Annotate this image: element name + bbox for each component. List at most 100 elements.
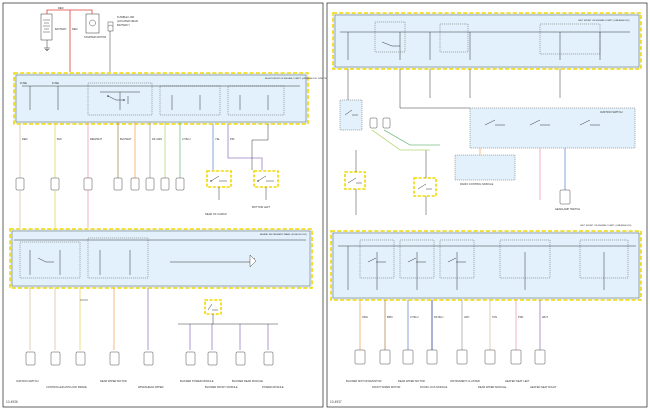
wire-lightgreen-r — [371, 129, 430, 151]
lower-relay-switch — [37, 257, 54, 263]
starter-label: STARTER MOTOR — [84, 35, 106, 39]
lower-junction-block: BEHIND INSTRUMENT PANEL (FUSE BLOCK) — [9, 228, 313, 289]
left-bottom-components — [25, 351, 274, 366]
wire-tag: GRY — [464, 315, 470, 319]
right-highlighted-relay-1 — [344, 171, 366, 190]
wire-label: RED — [58, 6, 64, 10]
right-bottom-components — [354, 349, 546, 365]
right-lower-block-title: LEFT FRONT OF ENGINE COMPT. (UNDERHOOD) — [580, 225, 632, 227]
fusible-link-label: FUSIBLE LINK — [117, 15, 135, 19]
highlighted-relay-1 — [206, 170, 232, 188]
wire-tag: LT BLU — [410, 315, 419, 319]
left-bottom-label-7: BLOWER REAR MODULE — [232, 379, 263, 383]
fusible-link-note: (LOCATED NEAR — [117, 19, 138, 23]
relay-label-2: BOTTOM LEFT — [252, 205, 271, 209]
starter-motor: STARTER MOTOR — [84, 13, 106, 39]
wire-tag: WHT — [542, 315, 548, 319]
left-bottom-label-5: BLOWER POWER MODULE — [180, 379, 214, 383]
battery: BATTERY — [40, 13, 67, 41]
right-bottom-label-5: INSTRUMENT CLUSTER — [450, 379, 480, 383]
relay-switch — [107, 95, 129, 104]
wire-tag: PNK — [518, 315, 524, 319]
mid-connectors — [15, 177, 185, 191]
wire-tag: TAN — [492, 315, 497, 319]
left-panel-border — [2, 2, 324, 408]
wire-tag: YEL — [215, 137, 220, 141]
left-bottom-label-4: WINDSHIELD WIPER — [138, 385, 164, 389]
wire-tag: BLK — [57, 137, 62, 141]
relay-dashbox-2 — [159, 85, 221, 116]
relay-out-wires — [355, 189, 427, 215]
relay-dashbox-5 — [87, 237, 149, 279]
fusible-link-note-2: BATTERY) — [117, 23, 130, 27]
right-upper-block-title: LEFT FRONT OF ENGINE COMPT. (UNDERHOOD) — [578, 20, 630, 22]
wire-tag: DK BLU — [434, 315, 443, 319]
headlamp-switch: HEADLAMP SWITCH — [555, 189, 580, 211]
left-bottom-label-2: CONTROLLER ANTILOCK BRAKE — [46, 385, 87, 389]
right-relays — [339, 99, 391, 131]
relay-feed-wires — [355, 150, 427, 178]
right-bottom-label-6: REAR WIPER MODULE — [478, 385, 507, 389]
left-bottom-label-1: IGNITION SWITCH — [16, 379, 39, 383]
right-lower-contacts — [367, 257, 466, 263]
battery-feed-wire — [46, 9, 93, 14]
right-highlighted-relay-2 — [413, 177, 437, 197]
right-upper-drops — [347, 69, 561, 100]
relay-ground-wires — [218, 187, 267, 200]
left-bottom-label-6: BLOWER FRONT MODULE — [205, 385, 238, 389]
ground-symbol — [44, 47, 50, 51]
right-bottom-label-7: HEATED SEAT LEFT — [505, 379, 530, 383]
wire-tag: RED/WHT — [90, 137, 103, 141]
left-bottom-label-3: REAR WIPER MOTOR — [100, 379, 127, 383]
lower-block-title: BEHIND INSTRUMENT PANEL (FUSE BLOCK) — [260, 233, 307, 236]
wire-tag: PPL — [230, 137, 235, 141]
right-bottom-label-3: REAR WIPER MOTOR — [398, 379, 425, 383]
right-panel-border — [326, 2, 648, 408]
ignition-contacts — [484, 119, 600, 126]
right-bottom-label-1: BLOWER MOTOR RESISTOR — [346, 379, 382, 383]
relay-label-1: NEAR OF CARGO — [205, 212, 227, 216]
wire-tag: LT BLU — [182, 137, 191, 141]
ign-feed — [399, 98, 470, 109]
battery-label: BATTERY — [55, 27, 67, 31]
ignition-switch-label: IGNITION SWITCH — [600, 110, 623, 114]
right-bottom-label-8: HEATED SEAT RIGHT — [530, 385, 557, 389]
highlighted-sensor — [204, 299, 222, 315]
wire-green-r — [383, 129, 440, 146]
fuse-label: FUSE — [20, 81, 27, 85]
right-panel-id: 10-4937 — [330, 400, 342, 404]
diode-symbol — [249, 254, 257, 268]
relay-dashbox-4 — [19, 241, 81, 279]
radio-module: RADIO CONTROL MODULE — [454, 154, 516, 186]
wire-label: RED — [72, 27, 78, 31]
right-lower-junction-block: LEFT FRONT OF ENGINE COMPT. (UNDERHOOD) — [330, 225, 642, 301]
right-diagram-panel: LEFT FRONT OF ENGINE COMPT. (UNDERHOOD) … — [326, 2, 648, 408]
left-bottom-label-8: POWER MODULE — [262, 385, 284, 389]
right-bottom-label-2: FRONT WIPER MOTOR — [372, 385, 401, 389]
upper-junction-block: RIGHT FRONT OF ENGINE COMPT. (UNDERHOOD … — [13, 72, 335, 125]
left-diagram-panel: BATTERY STARTER MOTOR FUSIBLE LINK (LOCA… — [2, 2, 335, 408]
wire-tag: BRN — [387, 315, 393, 319]
wire-tag: DK GRN — [152, 137, 162, 141]
right-lower-bus — [338, 245, 636, 290]
upper-block-title: RIGHT FRONT OF ENGINE COMPT. (UNDERHOOD … — [265, 78, 335, 80]
wire-black-1 — [251, 124, 269, 170]
left-panel-id: 10-4936 — [6, 400, 18, 404]
right-upper-junction-block: LEFT FRONT OF ENGINE COMPT. (UNDERHOOD) — [332, 12, 642, 70]
ignition-switch-box: IGNITION SWITCH — [469, 107, 636, 149]
upper-block-bus — [22, 85, 300, 110]
wire-tag: BLK/WHT — [120, 137, 132, 141]
fusible-link — [107, 21, 114, 32]
right-bottom-label-4: DOOR LOCK MODULE — [420, 385, 448, 389]
wire-color-tags: RED BLK RED/WHT BLK/WHT DK GRN LT BLU YE… — [22, 137, 548, 319]
headlamp-label: HEADLAMP SWITCH — [555, 207, 580, 211]
right-relay-switch — [381, 41, 400, 47]
relay-dashbox-3 — [227, 85, 285, 116]
radio-module-label: RADIO CONTROL MODULE — [460, 182, 494, 186]
fuse-label: FUSE — [52, 81, 59, 85]
wire-tag: RED — [22, 137, 28, 141]
wire-tag: ORG — [362, 315, 368, 319]
highlighted-relay-2 — [253, 170, 279, 188]
wire-purple-3 — [189, 324, 269, 350]
